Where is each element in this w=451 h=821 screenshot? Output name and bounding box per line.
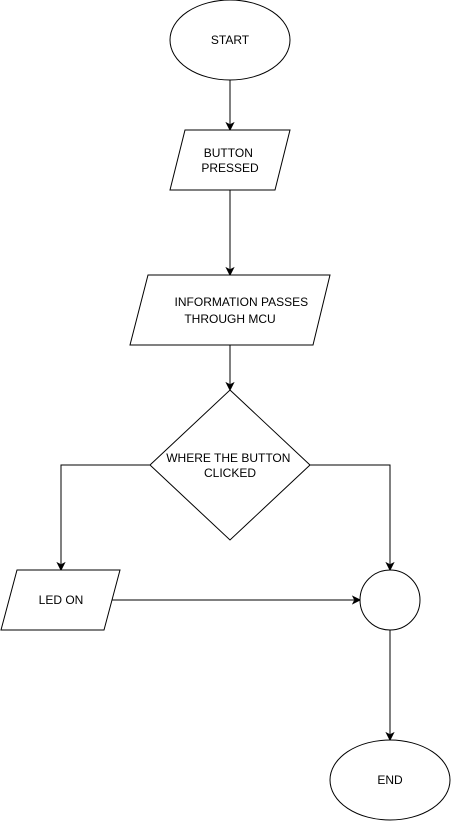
edge-decision-to-led-on	[60, 464, 150, 564]
led-on-label: LED ON	[39, 593, 84, 607]
arrowhead-merge-top	[385, 561, 395, 572]
decision-label-line1: WHERE THE BUTTON	[166, 451, 290, 465]
arrowhead-info	[225, 266, 235, 277]
arrowhead-button-pressed	[225, 121, 235, 132]
button-pressed-label-line1: BUTTON	[204, 146, 253, 160]
information-passes-label-line1: INFORMATION PASSES	[175, 295, 309, 309]
arrowhead-decision	[225, 381, 235, 392]
arrowhead-end	[385, 731, 395, 742]
merge-connector-circle	[359, 569, 421, 631]
arrowhead-led-on	[56, 561, 66, 572]
decision-label-line2: CLICKED	[204, 466, 256, 480]
led-on-shape	[0, 569, 121, 631]
button-pressed-label: BUTTON PRESSED	[201, 146, 259, 175]
led-on-node: LED ON	[0, 569, 121, 631]
start-ellipse	[169, 0, 291, 81]
end-node: END	[329, 739, 451, 821]
information-passes-label: INFORMATION PASSES THROUGH MCU	[175, 295, 312, 326]
connectors	[56, 80, 395, 742]
end-ellipse	[329, 739, 451, 821]
decision-diamond	[149, 389, 311, 541]
start-label: START	[211, 33, 250, 47]
information-passes-shape	[129, 274, 331, 346]
information-passes-node: INFORMATION PASSES THROUGH MCU	[129, 274, 331, 346]
button-pressed-label-line2: PRESSED	[201, 161, 259, 175]
decision-node: WHERE THE BUTTON CLICKED	[149, 389, 311, 541]
decision-label: WHERE THE BUTTON CLICKED	[166, 451, 294, 480]
start-node: START	[169, 0, 291, 81]
arrowhead-merge-left	[351, 595, 362, 605]
end-label: END	[377, 773, 403, 787]
button-pressed-node: BUTTON PRESSED	[169, 129, 291, 191]
information-passes-label-line2: THROUGH MCU	[184, 312, 275, 326]
edge-decision-to-merge	[310, 464, 391, 564]
merge-node	[359, 569, 421, 631]
button-pressed-shape	[169, 129, 291, 191]
